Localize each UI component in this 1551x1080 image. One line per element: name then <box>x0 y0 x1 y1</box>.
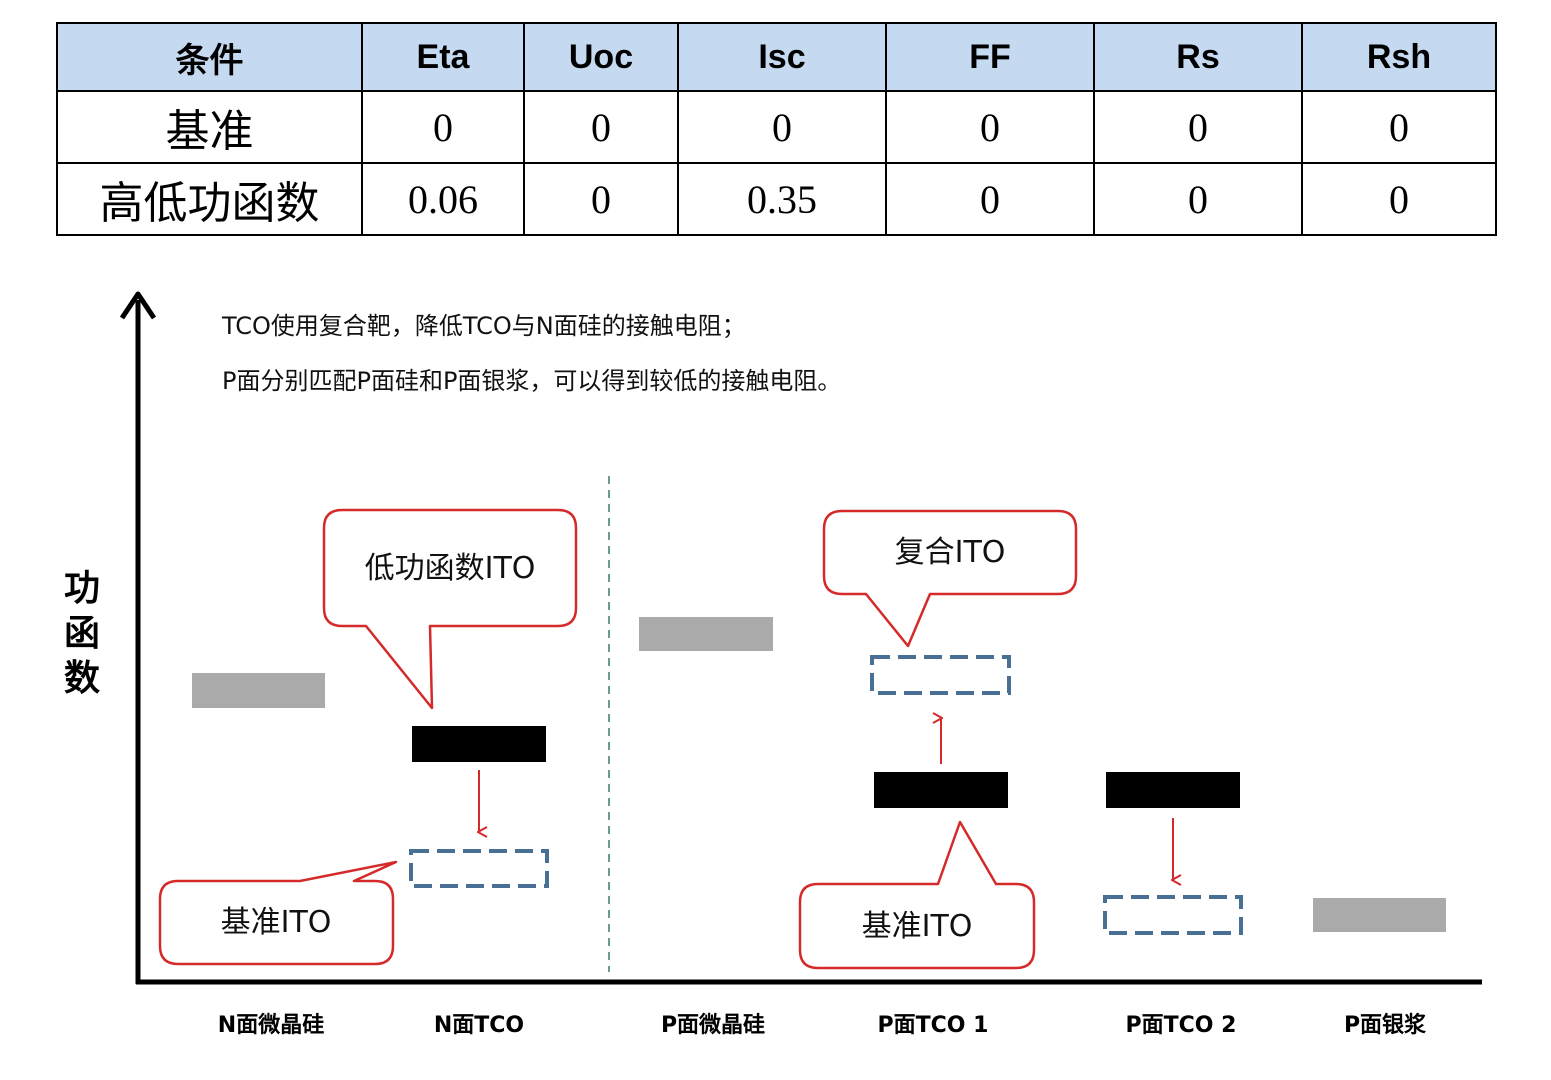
y-axis-label-char: 函 <box>64 613 100 654</box>
header-rsh: Rsh <box>1301 22 1497 92</box>
cell-eta: 0 <box>361 90 525 164</box>
parameter-table: 条件 Eta Uoc Isc FF Rs Rsh 基准 0 0 0 0 0 0 … <box>56 22 1497 236</box>
y-axis-label-char: 功 <box>64 568 100 609</box>
x-label-p-silver-paste: P面银浆 <box>1344 1012 1427 1038</box>
cell-ff: 0 <box>885 162 1095 236</box>
note-line-1: TCO使用复合靶，降低TCO与N面硅的接触电阻； <box>221 312 746 340</box>
y-axis-label-char: 数 <box>64 658 100 699</box>
p-tco1-baseline-level <box>874 772 1008 808</box>
y-axis-arrowhead <box>119 291 157 320</box>
row-label-high-low-workfunction: 高低功函数 <box>56 162 363 236</box>
cell-isc: 0 <box>677 90 887 164</box>
table-row: 高低功函数 0.06 0 0.35 0 0 0 <box>56 162 1497 236</box>
x-label-p-tco-2: P面TCO 2 <box>1126 1013 1237 1038</box>
p-microcrystalline-si-level <box>639 617 773 651</box>
row-label-baseline: 基准 <box>56 90 363 164</box>
cell-rs: 0 <box>1093 90 1303 164</box>
callout-composite-ito-text: 复合ITO <box>895 535 1006 570</box>
x-label-n-tco: N面TCO <box>434 1013 524 1038</box>
n-microcrystalline-si-level <box>192 673 325 708</box>
header-ff: FF <box>885 22 1095 92</box>
callout-baseline-ito-p <box>798 820 1036 970</box>
callout-baseline-ito-n <box>158 860 398 966</box>
x-label-p-tco-1: P面TCO 1 <box>878 1013 989 1038</box>
callout-baseline-ito-n-text: 基准ITO <box>221 905 332 940</box>
header-condition: 条件 <box>56 22 363 92</box>
cell-rs: 0 <box>1093 162 1303 236</box>
p-tco2-baseline-level <box>1106 772 1240 808</box>
p-tco2-modified-level <box>1103 895 1243 935</box>
n-tco-low-wf-level <box>409 849 549 888</box>
header-eta: Eta <box>361 22 525 92</box>
note-line-2: P面分别匹配P面硅和P面银浆，可以得到较低的接触电阻。 <box>222 367 841 395</box>
p-silver-paste-level <box>1313 898 1446 932</box>
cell-uoc: 0 <box>523 90 679 164</box>
cell-uoc: 0 <box>523 162 679 236</box>
x-label-p-microcrystalline-si: P面微晶硅 <box>661 1012 765 1038</box>
header-rs: Rs <box>1093 22 1303 92</box>
callout-baseline-ito-p-text: 基准ITO <box>862 909 973 944</box>
table-row: 基准 0 0 0 0 0 0 <box>56 90 1497 164</box>
cell-rsh: 0 <box>1301 162 1497 236</box>
callout-composite-ito <box>822 509 1078 648</box>
n-tco-baseline-level <box>412 726 546 762</box>
table-header-row: 条件 Eta Uoc Isc FF Rs Rsh <box>56 22 1497 92</box>
cell-isc: 0.35 <box>677 162 887 236</box>
cell-ff: 0 <box>885 90 1095 164</box>
cell-rsh: 0 <box>1301 90 1497 164</box>
callout-low-workfunction-ito-text: 低功函数ITO <box>365 551 536 586</box>
callout-low-workfunction-ito <box>322 508 578 710</box>
header-uoc: Uoc <box>523 22 679 92</box>
p-tco1-composite-level <box>870 655 1011 695</box>
x-label-n-microcrystalline-si: N面微晶硅 <box>218 1012 324 1038</box>
cell-eta: 0.06 <box>361 162 525 236</box>
header-isc: Isc <box>677 22 887 92</box>
